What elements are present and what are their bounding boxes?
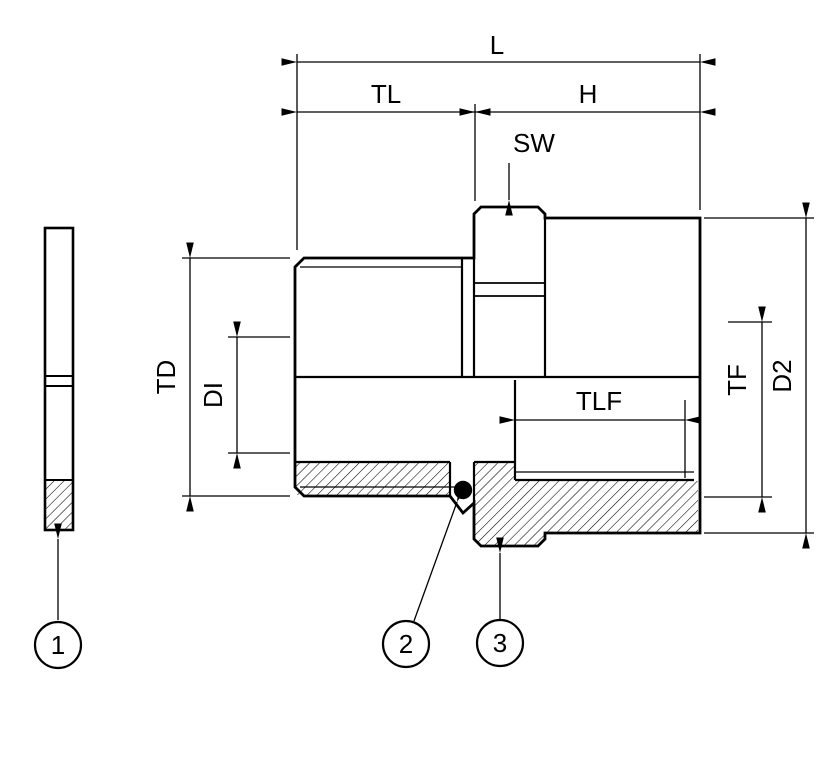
dimension-SW: SW — [505, 128, 555, 216]
leader-arrow — [413, 486, 466, 622]
callout-number-2: 2 — [399, 629, 413, 659]
extension-lines — [704, 217, 814, 534]
thread-relief-and-hex-edges — [460, 218, 547, 377]
callout-2: 2 — [381, 486, 466, 669]
fitting-body-view — [293, 205, 702, 548]
callout-number-1: 1 — [51, 630, 65, 660]
callout-balloon — [475, 618, 525, 668]
dimension-label-TF: TF — [722, 364, 752, 396]
male-end-section-hatch — [296, 463, 449, 495]
dimension-label-D2: D2 — [767, 359, 797, 392]
dimension-label-TLF: TLF — [576, 386, 622, 416]
body-feature-lines — [295, 218, 700, 503]
dimension-TL-H: TL H — [281, 79, 716, 201]
callout-number-3: 3 — [493, 628, 507, 658]
callout-3: 3 — [475, 537, 525, 668]
callout-balloon — [33, 620, 83, 670]
dimension-label-TD: TD — [151, 360, 181, 395]
thread-root-lines — [300, 266, 694, 488]
washer-section-hatching — [46, 481, 72, 529]
dimension-label-DI: DI — [198, 382, 228, 408]
washer-internal-lines — [45, 375, 73, 481]
callout-balloon — [381, 619, 431, 669]
dimension-L: L — [281, 30, 716, 250]
female-end-section-hatch — [474, 462, 698, 545]
dimension-TD: TD — [151, 242, 290, 512]
dimension-label-H: H — [579, 79, 598, 109]
dimension-DI: DI — [198, 321, 290, 469]
dimension-label-SW: SW — [513, 128, 555, 158]
extension-lines — [182, 257, 290, 497]
dimension-TF: TF — [704, 306, 772, 513]
hex-chamfer-lines — [474, 282, 545, 297]
seal-washer-view — [43, 226, 75, 532]
bore-lines — [295, 380, 694, 503]
o-ring-seal — [453, 480, 473, 500]
dimension-D2: D2 — [704, 202, 814, 549]
callout-1: 1 — [33, 523, 83, 670]
dimension-TLF: TLF — [499, 386, 701, 478]
dimension-label-L: L — [490, 30, 504, 60]
extension-lines — [296, 54, 701, 250]
dimension-label-TL: TL — [371, 79, 401, 109]
cross-section-hatching — [296, 462, 698, 545]
